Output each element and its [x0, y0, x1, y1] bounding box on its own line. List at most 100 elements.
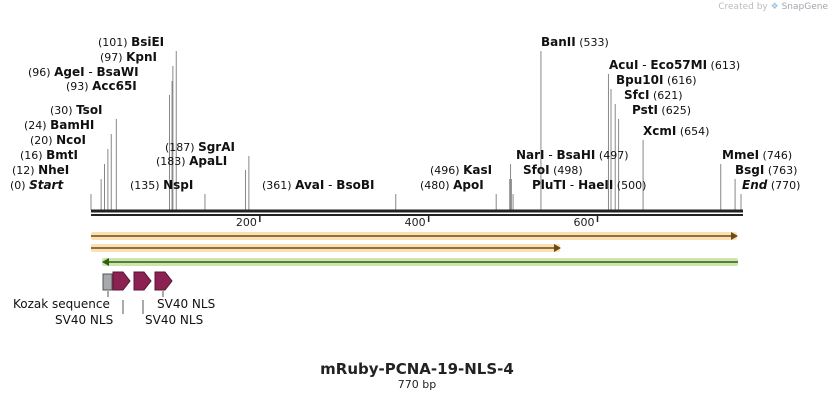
site-position: (480) — [420, 179, 453, 192]
site-name: BanII — [541, 35, 576, 49]
site-position: (746) — [759, 149, 792, 162]
site-label[interactable]: (24) BamHI — [24, 118, 94, 132]
site-name: SfoI — [523, 163, 550, 177]
site-position: (183) — [156, 155, 189, 168]
site-name: BamHI — [50, 118, 94, 132]
site-label[interactable]: (30) TsoI — [50, 103, 103, 117]
site-position: (613) — [707, 59, 740, 72]
site-name: End — [742, 178, 768, 192]
site-name: NspI — [163, 178, 193, 192]
site-name: Start — [29, 178, 64, 192]
site-label[interactable]: BsgI (763) — [735, 163, 797, 177]
site-position: (763) — [764, 164, 797, 177]
orf-tracks — [91, 232, 738, 266]
site-label[interactable]: BanII (533) — [541, 35, 609, 49]
site-label[interactable]: (97) KpnI — [100, 50, 157, 64]
site-label[interactable]: (183) ApaLI — [156, 154, 227, 168]
site-position: (497) — [595, 149, 628, 162]
nls-label: SV40 NLS — [157, 297, 215, 311]
site-label[interactable]: (96) AgeI - BsaWI — [28, 65, 139, 79]
site-name: AcuI — [609, 58, 638, 72]
site-label[interactable]: Bpu10I (616) — [616, 73, 697, 87]
site-position: (0) — [10, 179, 29, 192]
site-name: Acc65I — [92, 79, 137, 93]
site-position: (654) — [676, 125, 709, 138]
site-name: KasI — [463, 163, 492, 177]
tick-label: 600 — [573, 216, 594, 229]
site-label[interactable]: (496) KasI — [430, 163, 492, 177]
site-label[interactable]: (0) Start — [10, 178, 64, 192]
site-label[interactable]: (480) ApoI — [420, 178, 484, 192]
site-name: ApaLI — [189, 154, 227, 168]
sv40-nls-feature[interactable] — [154, 271, 173, 291]
site-name: SfcI — [624, 88, 649, 102]
site-position: (361) — [262, 179, 295, 192]
site-label[interactable]: (187) SgrAI — [165, 140, 235, 154]
site-position: (93) — [66, 80, 92, 93]
sv40-nls-feature[interactable] — [112, 271, 131, 291]
site-label[interactable]: (361) AvaI - BsoBI — [262, 178, 374, 192]
site-lines — [90, 51, 742, 210]
site-name: KpnI — [126, 50, 157, 64]
site-position: (533) — [576, 36, 609, 49]
site-position: (20) — [30, 134, 56, 147]
site-position: (97) — [100, 51, 126, 64]
site-position: (135) — [130, 179, 163, 192]
site-position: (500) — [613, 179, 646, 192]
site-label[interactable]: (12) NheI — [12, 163, 69, 177]
sv40-nls-feature[interactable] — [133, 271, 152, 291]
site-name: AvaI — [295, 178, 324, 192]
site-name: BsgI — [735, 163, 764, 177]
site-label[interactable]: End (770) — [742, 178, 800, 192]
site-label[interactable]: XcmI (654) — [643, 124, 709, 138]
site-label[interactable]: SfoI (498) — [523, 163, 583, 177]
site-position: (616) — [663, 74, 696, 87]
site-position: (498) — [550, 164, 583, 177]
site-label[interactable]: (93) Acc65I — [66, 79, 137, 93]
site-position: (770) — [767, 179, 800, 192]
site-label[interactable]: MmeI (746) — [722, 148, 792, 162]
map-length: 770 bp — [397, 378, 437, 391]
orf-arrow-icon — [102, 258, 109, 266]
site-label[interactable]: NarI - BsaHI (497) — [516, 148, 628, 162]
tick-label: 200 — [236, 216, 257, 229]
site-position: (96) — [28, 66, 54, 79]
site-name: AgeI — [54, 65, 84, 79]
site-label[interactable]: (16) BmtI — [20, 148, 78, 162]
site-position: (621) — [649, 89, 682, 102]
credit-prefix: Created by — [718, 2, 768, 12]
site-name: ApoI — [453, 178, 484, 192]
tick-label: 400 — [405, 216, 426, 229]
snapgene-logo-icon: ❖ — [770, 2, 779, 12]
site-label[interactable]: (135) NspI — [130, 178, 193, 192]
site-position: (101) — [98, 36, 131, 49]
site-name: NcoI — [56, 133, 86, 147]
orf-arrow-icon — [731, 232, 738, 240]
site-position: (187) — [165, 141, 198, 154]
site-name: PstI — [632, 103, 658, 117]
site-label[interactable]: (101) BsiEI — [98, 35, 164, 49]
site-name-2: BsoBI — [336, 178, 374, 192]
site-position: (30) — [50, 104, 76, 117]
site-label[interactable]: AcuI - Eco57MI (613) — [609, 58, 740, 72]
site-name: MmeI — [722, 148, 759, 162]
nls-label: SV40 NLS — [145, 313, 203, 327]
backbone — [91, 209, 743, 216]
orf-arrow-icon — [554, 244, 561, 252]
site-name: PluTI — [532, 178, 566, 192]
site-name-2: Eco57MI — [650, 58, 707, 72]
site-label[interactable]: (20) NcoI — [30, 133, 86, 147]
site-label[interactable]: PstI (625) — [632, 103, 691, 117]
site-position: (16) — [20, 149, 46, 162]
site-label[interactable]: SfcI (621) — [624, 88, 683, 102]
site-name: TsoI — [76, 103, 102, 117]
kozak-feature[interactable] — [102, 273, 113, 291]
kozak-label: Kozak sequence — [13, 297, 110, 311]
site-position: (12) — [12, 164, 38, 177]
nls-label: SV40 NLS — [55, 313, 113, 327]
site-position: (24) — [24, 119, 50, 132]
site-name-2: BsaWI — [97, 65, 139, 79]
site-label[interactable]: PluTI - HaeII (500) — [532, 178, 646, 192]
site-name: Bpu10I — [616, 73, 663, 87]
